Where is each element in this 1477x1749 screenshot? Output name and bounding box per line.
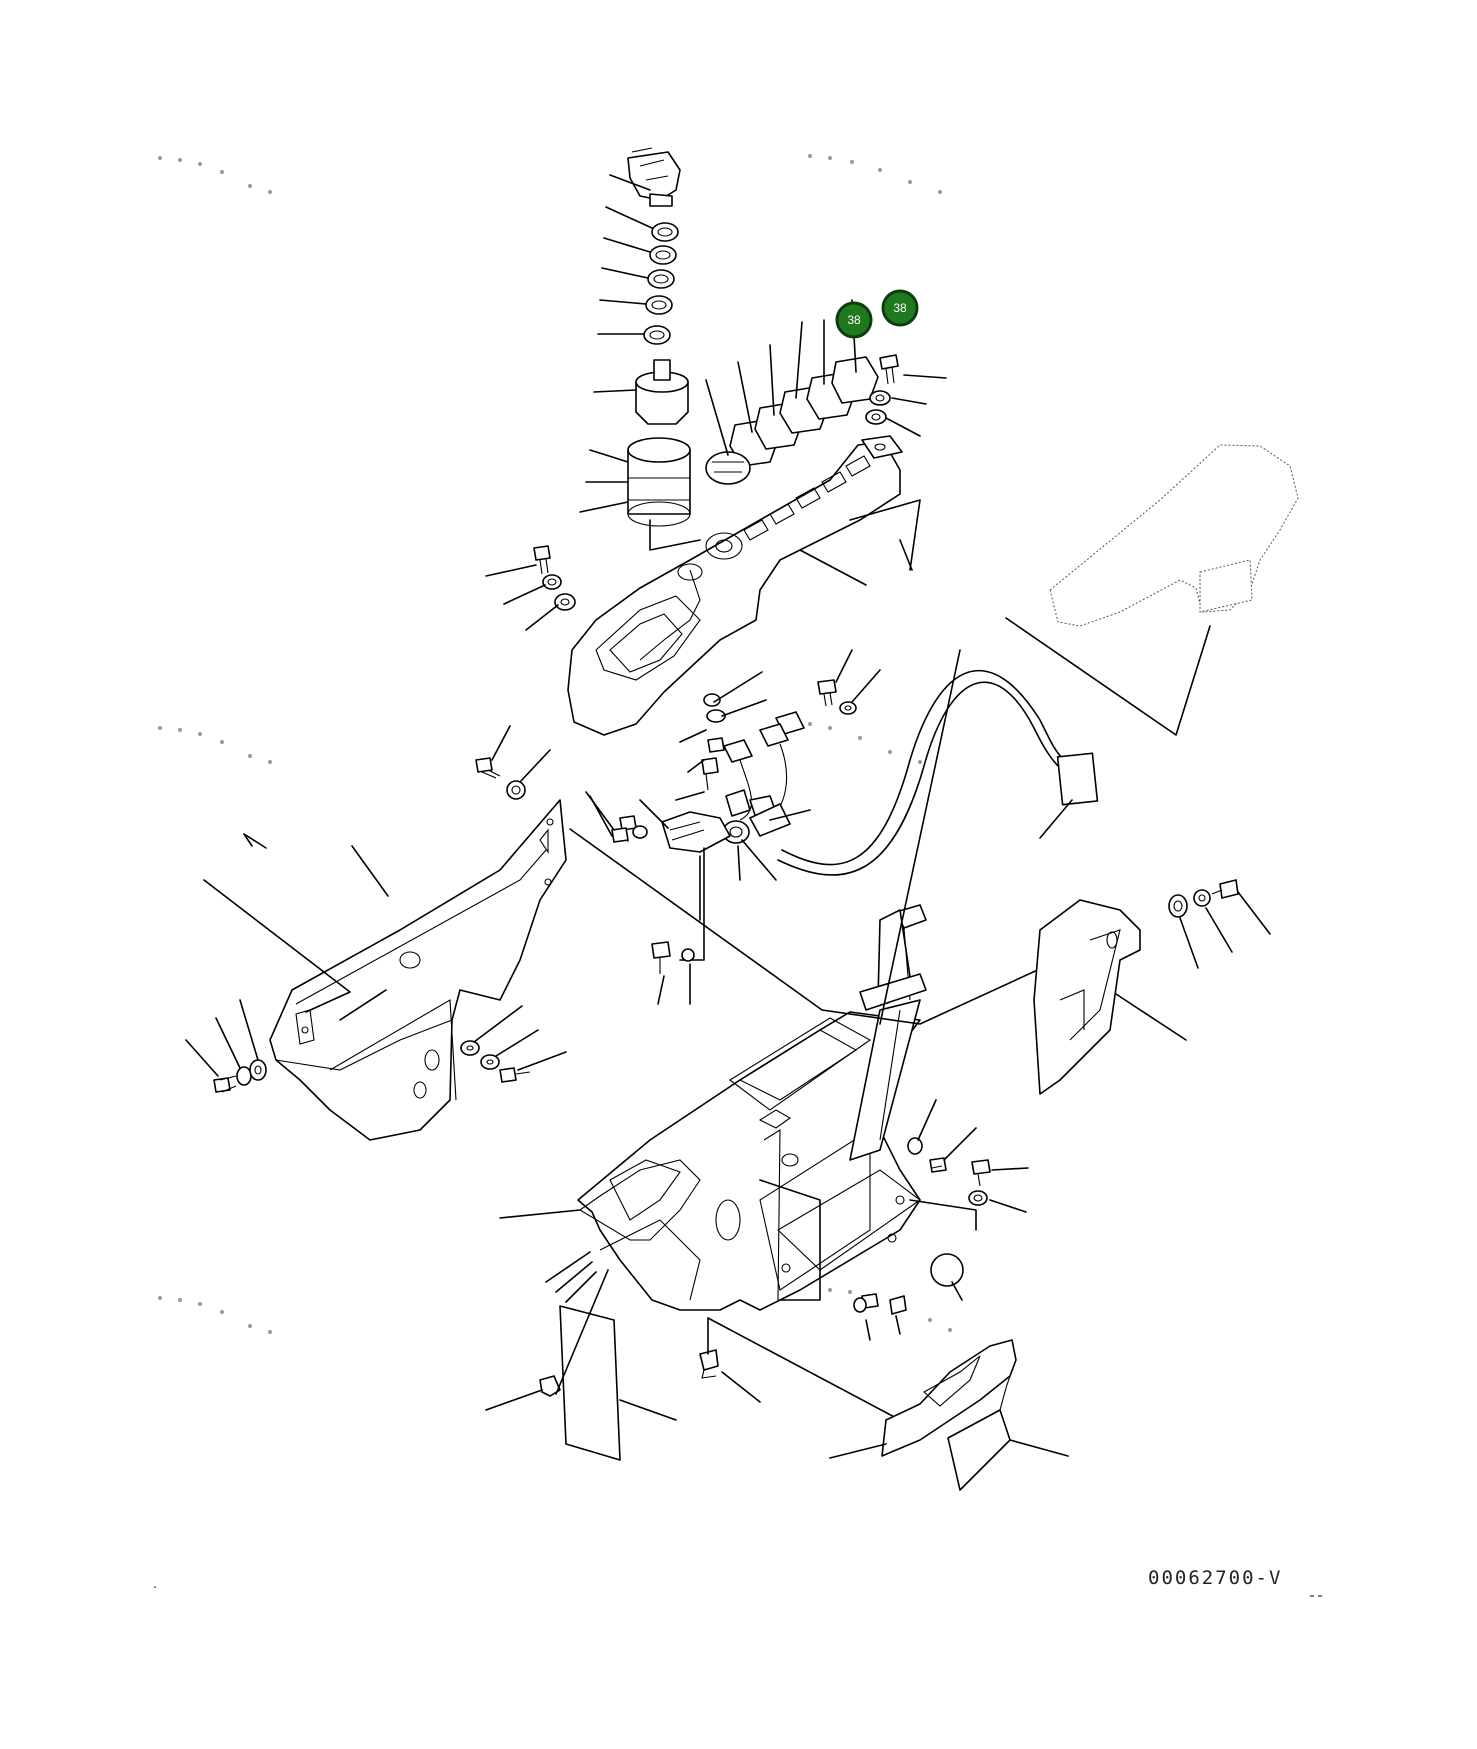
upper-console-panel — [567, 435, 921, 736]
document-number: 00062700-V — [1148, 1567, 1282, 1589]
left-side-cover — [203, 799, 567, 1141]
ignition-stack — [579, 147, 701, 551]
callout-label: 38 — [893, 301, 907, 315]
lower-right-fasteners — [853, 1099, 1029, 1341]
wiring-harness — [589, 669, 1099, 961]
left-cover-fasteners — [185, 725, 629, 1093]
callout-38-a[interactable]: 38 — [835, 301, 873, 339]
top-right-fasteners — [865, 354, 947, 437]
mid-fasteners — [619, 649, 881, 1005]
callout-38-b[interactable]: 38 — [881, 289, 919, 327]
armrest — [1005, 444, 1299, 736]
callout-label: 38 — [847, 313, 861, 327]
corner-dot — [154, 1586, 156, 1588]
right-side-panel — [1033, 879, 1271, 1095]
lower-console-frame — [499, 649, 1117, 1311]
upper-left-fasteners — [485, 545, 576, 631]
watermark-marks — [158, 154, 952, 1334]
bottom-parts — [485, 1269, 1069, 1491]
